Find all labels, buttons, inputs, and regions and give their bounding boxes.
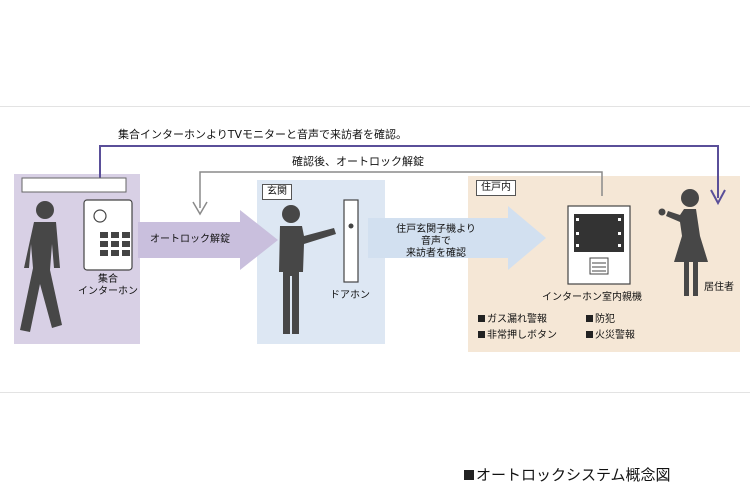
intercom-label-line-1: 集合 (98, 274, 118, 285)
bullet-square-icon (478, 331, 485, 338)
indoor-monitor-icon (567, 205, 631, 285)
unlock-arrow-label: オートロック解錠 (150, 234, 230, 245)
resident-label: 居住者 (704, 282, 734, 293)
confirm-arrow-label: 住戸玄関子機より 音声で 来訪者を確認 (382, 224, 490, 260)
caption-square-icon (464, 470, 474, 480)
visitor-figure-icon (20, 201, 62, 332)
confirm-label-line-1: 住戸玄関子機より (396, 224, 476, 235)
unlock-big-arrow (138, 210, 278, 270)
doorphone-label: ドアホン (330, 290, 370, 301)
bullet-square-icon (478, 315, 485, 322)
genkan-region (257, 180, 385, 344)
genkan-person-icon (279, 205, 336, 334)
feature-fire-alarm: 火災警報 (586, 330, 635, 342)
top-message-arrow (99, 145, 719, 198)
doorphone-device (343, 199, 359, 283)
return-arrowhead (192, 201, 208, 216)
genkan-tag: 玄関 (262, 184, 292, 200)
figure-caption: オートロックシステム概念図 (464, 466, 671, 484)
feature-crime-prevention: 防犯 (586, 314, 615, 326)
top-band-line (0, 106, 750, 107)
entrance-intercom-icon (83, 199, 133, 271)
resident-figure-icon (658, 189, 708, 296)
doorphone-speaker-icon (348, 223, 354, 229)
return-message-text: 確認後、オートロック解錠 (292, 155, 424, 168)
confirm-label-line-2: 音声で (421, 236, 451, 247)
top-message-text: 集合インターホンよりTVモニターと音声で来訪者を確認。 (118, 128, 408, 141)
intercom-label-line-2: インターホン (78, 286, 138, 297)
feature-gas-leak: ガス漏れ警報 (478, 314, 547, 326)
residence-tag: 住戸内 (476, 180, 516, 196)
return-arrow (199, 171, 603, 208)
bottom-band-line (0, 392, 750, 393)
confirm-label-line-3: 来訪者を確認 (406, 248, 466, 259)
confirm-big-arrow (368, 206, 546, 270)
bullet-square-icon (586, 315, 593, 322)
top-message-arrowhead (710, 189, 726, 206)
intercom-label: 集合 インターホン (76, 274, 140, 298)
entrance-name-bar (21, 177, 127, 193)
feature-emergency-button: 非常押しボタン (478, 330, 557, 342)
bullet-square-icon (586, 331, 593, 338)
monitor-label: インターホン室内親機 (542, 292, 642, 303)
